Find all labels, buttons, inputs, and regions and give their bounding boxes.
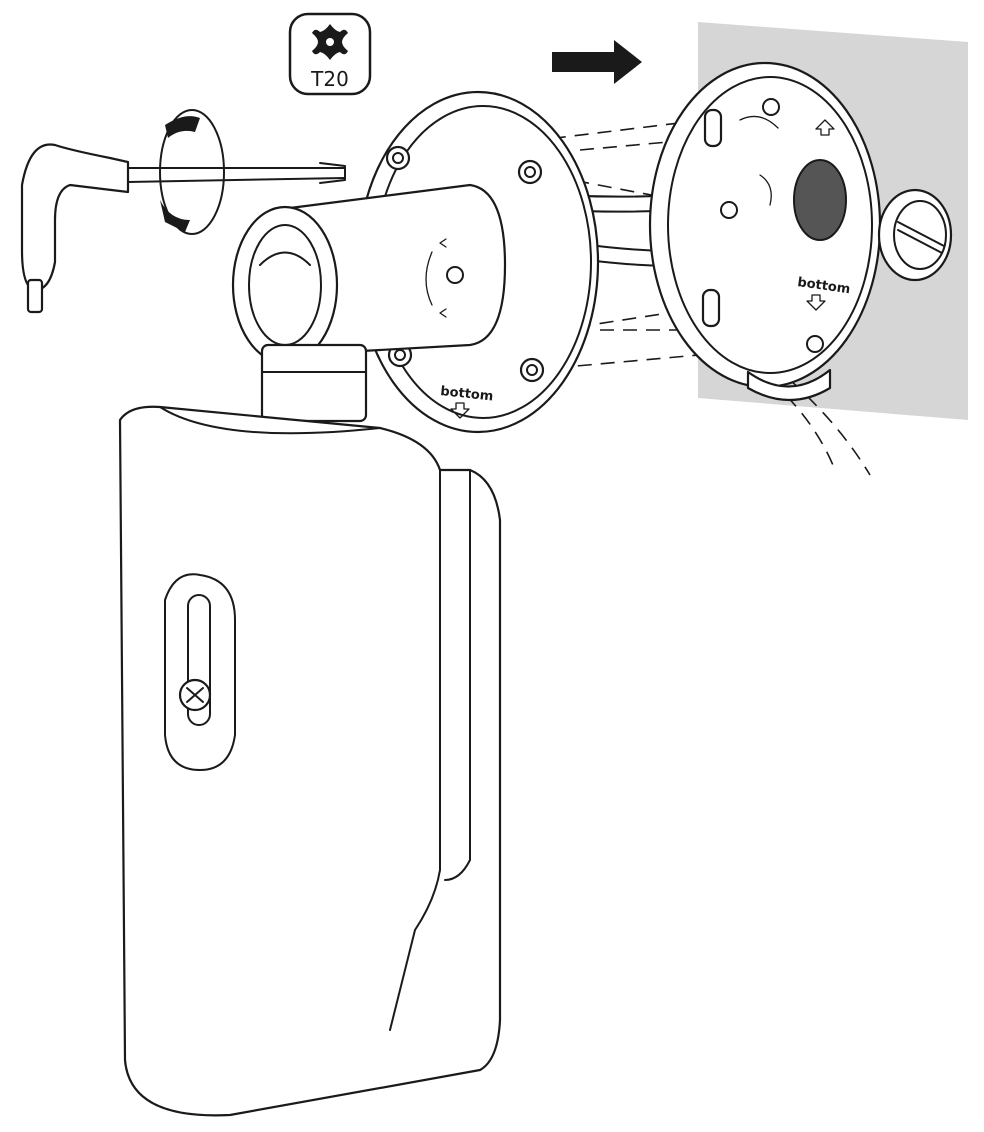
rotation-arrow-icon xyxy=(159,109,225,235)
adjustment-slot xyxy=(164,573,236,771)
bracket-arrow-down-icon xyxy=(450,402,470,419)
tool-badge: T20 xyxy=(288,12,372,96)
junction-box-bottom-label: bottom xyxy=(796,275,851,297)
junction-box-arrow-up-icon xyxy=(815,119,835,136)
torx-star-icon xyxy=(312,24,348,60)
arrow-right-icon xyxy=(552,40,642,84)
junction-box-arrow-down-icon xyxy=(806,294,826,311)
cable-entry xyxy=(793,159,847,241)
bracket-bottom-label: bottom xyxy=(440,384,494,404)
torx-screwdriver xyxy=(20,143,346,314)
camera-arm xyxy=(231,183,507,423)
tool-badge-label: T20 xyxy=(310,67,349,91)
camera-housing xyxy=(118,405,502,1117)
junction-box: bottom xyxy=(648,61,953,402)
